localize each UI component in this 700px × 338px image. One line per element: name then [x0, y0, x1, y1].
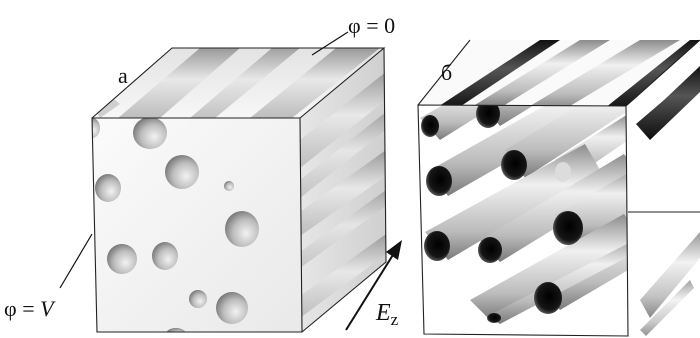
phi-zero-pointer: [311, 31, 349, 56]
cube-a-holes: [92, 118, 259, 332]
field-arrow-head: [386, 240, 402, 260]
hole: [92, 118, 100, 138]
panel-b-label: б: [441, 60, 452, 85]
rod-end: [478, 237, 502, 263]
hole: [95, 174, 121, 202]
cube-b-rods: [420, 105, 628, 324]
hole: [107, 244, 137, 274]
cube-a-top-grooves: [92, 48, 380, 118]
cube-b-top-rods: [430, 40, 700, 106]
hole: [225, 211, 259, 247]
rod-end: [424, 231, 450, 261]
rod-end: [426, 166, 452, 196]
cube-panel-a: [91, 47, 387, 333]
phi-zero-label: φ = 0: [348, 13, 395, 38]
rod-end: [476, 105, 500, 128]
cube-b-edges: [417, 39, 700, 337]
hole: [152, 242, 178, 270]
hole: [189, 290, 207, 308]
rod-end: [555, 162, 571, 182]
cube-panel-b: [417, 39, 700, 337]
rod-end: [487, 313, 501, 323]
hole: [166, 328, 186, 332]
rod-end: [553, 211, 583, 245]
annotations: φ = 0 а б φ = V Ez: [4, 13, 452, 331]
cube-a-edges: [91, 47, 387, 333]
hole: [224, 181, 234, 191]
rod-end: [534, 282, 562, 314]
rod-end: [501, 150, 527, 180]
panel-a-label: а: [118, 63, 128, 88]
phi-v-pointer: [59, 233, 93, 289]
rod-end: [421, 115, 439, 137]
field-arrow-shaft: [345, 249, 397, 331]
cube-a-front-face: [92, 118, 302, 332]
cube-b-right-rods: [636, 66, 700, 336]
cube-a-side-grooves: [300, 72, 386, 318]
hole: [165, 155, 199, 189]
field-label: Ez: [375, 300, 399, 329]
hole: [216, 292, 248, 324]
phi-v-label: φ = V: [4, 296, 56, 321]
hole: [133, 118, 167, 149]
